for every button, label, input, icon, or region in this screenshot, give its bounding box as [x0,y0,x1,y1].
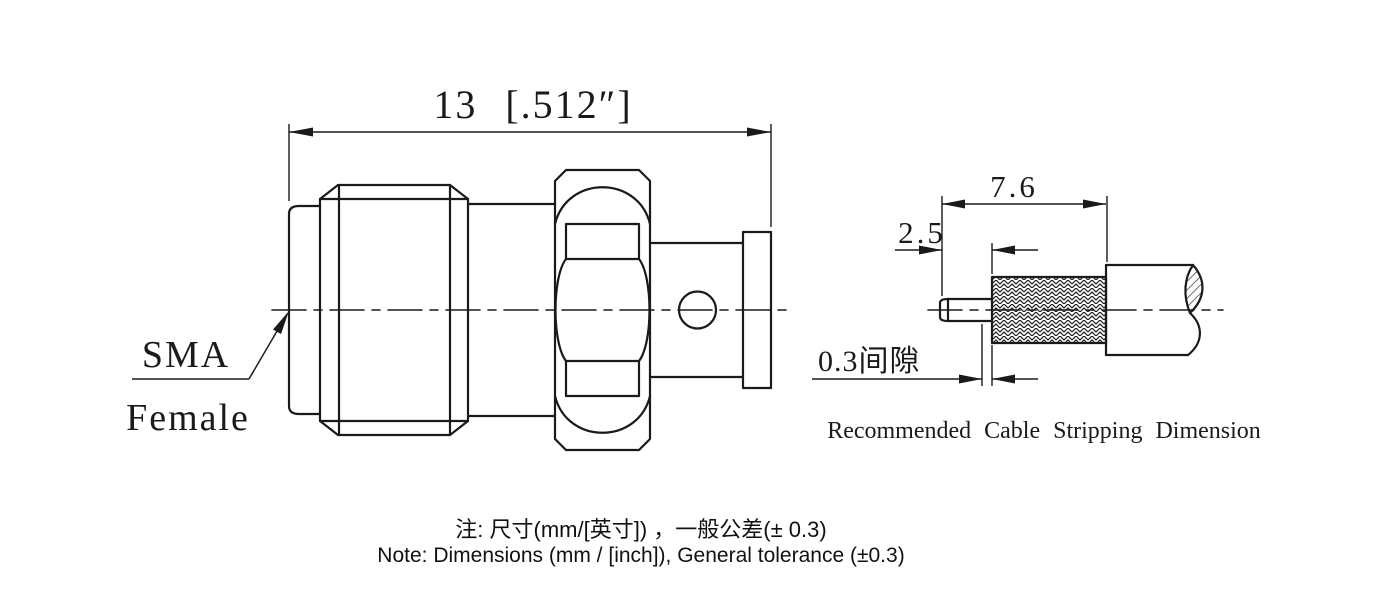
dimension-0-3-gap: 0.3间隙 [812,324,1038,386]
knurled-body-edge-lines [318,183,470,437]
dimension-13: 13 [.512″] [288,82,772,227]
stripping-caption: Recommended Cable Stripping Dimension [827,418,1261,444]
hex-nut-chamfer-arcs [553,186,652,434]
arrowhead-right [747,127,771,137]
sma-connector-view [271,168,790,452]
dimension-2-5: 2.5 [895,215,1038,274]
hex-nut-face-bands [564,222,641,398]
arrowhead-right [992,374,1015,384]
jacket-break-curve [1186,311,1201,357]
dimension-7-6: 7.6 [941,169,1108,296]
arrowhead-left [959,374,982,384]
arrowhead-left [919,245,942,255]
arrowhead-left [289,127,313,137]
dimension-13-text: 13 [.512″] [433,82,632,127]
leader-arrowhead [273,311,289,334]
rear-cylinder [648,241,745,379]
label-female: Female [126,397,250,439]
dimension-2-5-text: 2.5 [898,215,946,250]
arrowhead-left [942,199,965,209]
arrowhead-right [992,245,1015,255]
note-english: Note: Dimensions (mm / [inch]), General … [377,544,905,567]
cable-stripping-view [927,263,1224,357]
note-chinese: 注: 尺寸(mm/[英寸]) ，一般公差(± 0.3) [455,517,827,542]
dimension-7-6-text: 7.6 [990,169,1038,204]
dimension-0-3-text: 0.3间隙 [818,345,921,378]
arrowhead-right [1083,199,1106,209]
label-sma: SMA [142,334,230,376]
sma-female-label: SMA Female [126,311,289,439]
general-notes: 注: 尺寸(mm/[英寸]) ，一般公差(± 0.3) Note: Dimens… [377,516,904,569]
jacket-cut-hatched-lens [1184,263,1204,315]
coupling-cylinder [466,202,557,418]
